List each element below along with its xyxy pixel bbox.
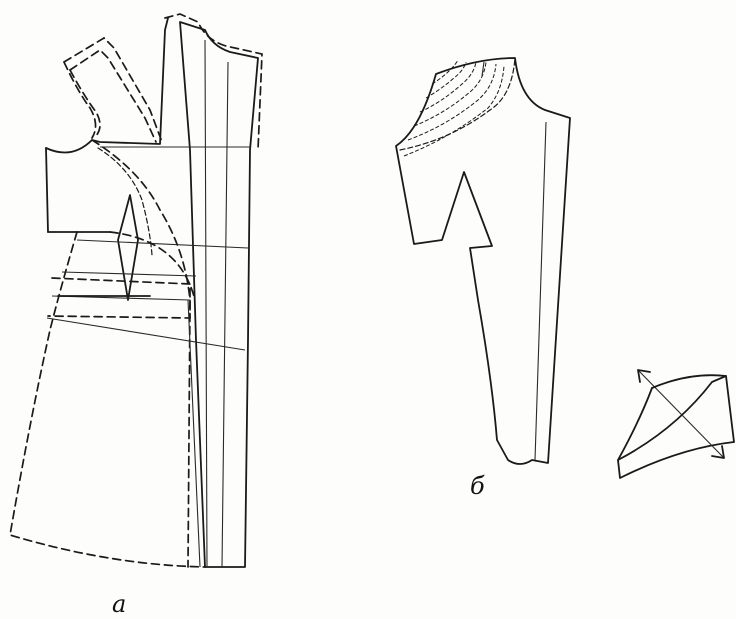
figure-b-center-line xyxy=(534,121,547,461)
belt-dashed xyxy=(47,277,191,319)
figure-b-outline xyxy=(395,57,571,465)
side-seam-top xyxy=(45,147,49,233)
side-bodice xyxy=(45,17,169,154)
figure-b-pattern xyxy=(395,57,571,465)
figure-a-label: а xyxy=(112,590,127,618)
yoke-hatch-4 xyxy=(419,61,477,113)
figure-a-pattern xyxy=(9,13,263,568)
yoke-hatch-1 xyxy=(403,65,505,157)
fold-line xyxy=(204,39,208,568)
neck-dashed-outline xyxy=(164,13,263,151)
yoke-tick xyxy=(481,61,485,77)
front-center-panel xyxy=(179,21,259,568)
shoulder-piece-dashed xyxy=(63,36,163,143)
yoke-hatch-5 xyxy=(425,61,467,99)
yoke-curve-inner xyxy=(97,147,153,256)
grain-arrow-head-top xyxy=(637,369,651,383)
collar-left-edge xyxy=(617,387,653,461)
grain-arrow-head-bottom xyxy=(711,445,725,459)
yoke-hatch-3 xyxy=(413,61,487,127)
figure-b-label: б xyxy=(470,472,485,500)
grain-arrow-line xyxy=(637,369,725,459)
hip-line-3 xyxy=(46,317,246,351)
yoke-hatch-6 xyxy=(431,59,459,85)
collar-piece xyxy=(617,369,735,479)
collar-top-edge xyxy=(651,374,727,389)
yoke-curve-dashed xyxy=(91,139,191,568)
shoulder-piece-dashed-inner xyxy=(69,48,157,143)
yoke-hatch-boundary xyxy=(399,57,516,151)
waist-ref-line xyxy=(76,239,249,249)
armhole-dashed xyxy=(63,61,97,139)
skirt-left-dashed xyxy=(9,231,206,568)
hip-ref-line xyxy=(61,271,197,277)
waist-dart xyxy=(117,194,139,301)
yoke-hatch-2 xyxy=(407,63,497,141)
skirt-right-dashed xyxy=(109,231,196,301)
center-front-line xyxy=(221,61,229,568)
armhole-dashed-inner xyxy=(69,69,101,137)
skirt-seam xyxy=(187,299,201,568)
